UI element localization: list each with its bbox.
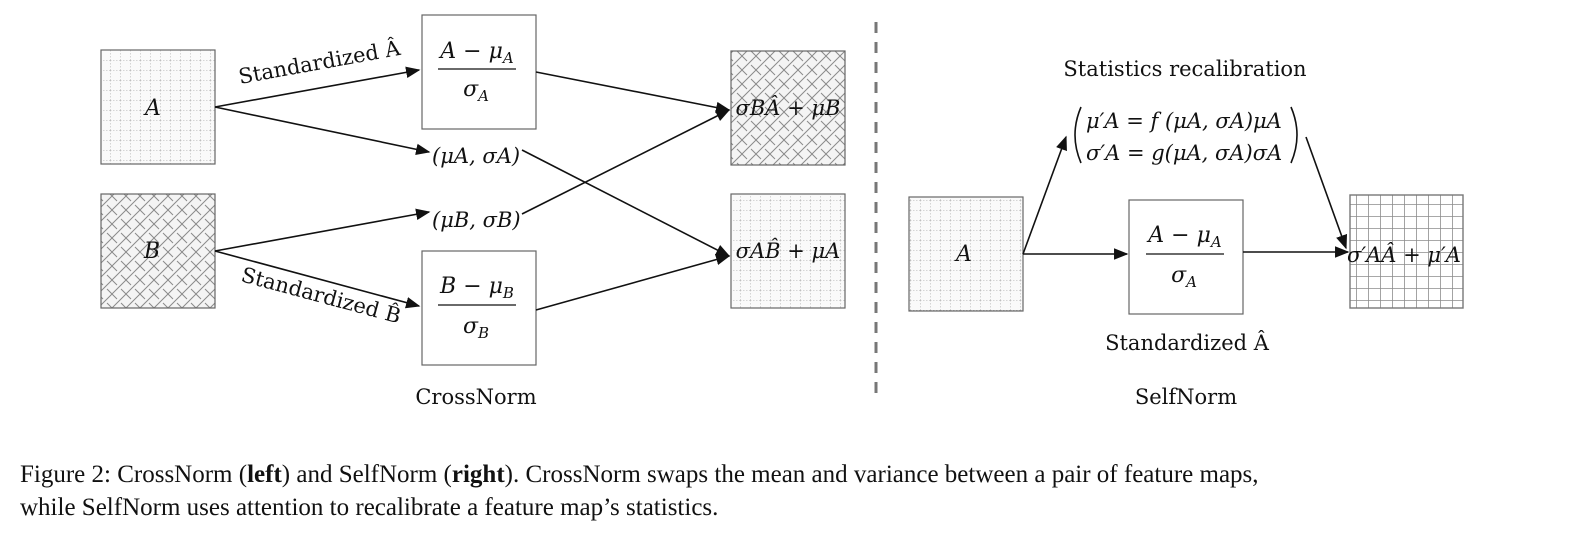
arrow-a-to-box-a xyxy=(214,66,421,108)
arrow-recalibration-to-output xyxy=(1305,136,1348,250)
output-top-label: σBÂ + μB xyxy=(736,96,841,120)
crossnorm-output-map-top: σBÂ + μB xyxy=(730,50,846,166)
caption-line2: while SelfNorm uses attention to recalib… xyxy=(20,494,719,521)
output-bottom-label: σAB̂ + μA xyxy=(736,239,841,263)
recalibration-std-eq: σ′A = g(μA, σA)σA xyxy=(1086,141,1282,165)
box-a-denominator: σA xyxy=(463,77,489,105)
selfnorm-standardize-box: A − μA σA xyxy=(1128,199,1244,315)
caption-right: right xyxy=(451,461,505,488)
recalibration-title: Statistics recalibration xyxy=(1063,57,1306,81)
arrow-stats-a-to-output-bottom xyxy=(521,149,731,257)
caption-mid: ) and SelfNorm ( xyxy=(281,461,452,488)
selfnorm-box-numerator: A − μA xyxy=(1146,223,1222,251)
crossnorm-label: CrossNorm xyxy=(415,385,536,409)
arrow-box-b-to-output-bottom xyxy=(535,253,731,311)
map-a-label: A xyxy=(143,96,161,121)
box-a-numerator: A − μA xyxy=(438,39,514,67)
selfnorm-label: SelfNorm xyxy=(1135,385,1237,409)
arrow-b-to-stats-b xyxy=(214,208,431,252)
recal-left-paren xyxy=(1074,106,1082,164)
selfnorm-box-denominator: σA xyxy=(1171,263,1197,291)
arrow-b-to-box-b xyxy=(214,250,421,309)
stats-a-label: (μA, σA) xyxy=(432,144,520,168)
box-b-numerator: B − μB xyxy=(439,274,514,302)
selfnorm-output-map: σ′AÂ + μ′A xyxy=(1347,194,1464,309)
caption-prefix: Figure 2: CrossNorm ( xyxy=(20,461,248,488)
arrow-stats-b-to-output-top xyxy=(521,109,731,215)
recal-right-paren xyxy=(1290,106,1298,164)
caption-rest-line1: ). CrossNorm swaps the mean and variance… xyxy=(504,461,1259,488)
arrow-a-to-recalibration xyxy=(1022,135,1067,255)
figure-caption: Figure 2: CrossNorm (left) and SelfNorm … xyxy=(20,458,1560,524)
crossnorm-standardize-box-a: A − μA σA xyxy=(421,14,537,130)
crossnorm-feature-map-b: B xyxy=(100,193,216,309)
box-b-denominator: σB xyxy=(463,314,489,342)
crossnorm-standardize-box-b: B − μB σB xyxy=(421,250,537,366)
selfnorm-panel: A A − μA σA σ′AÂ + μ′A Statistics recali… xyxy=(908,57,1464,409)
method-figure: A B A − μA σA B − μB σB (μA, σA) (μB, σB… xyxy=(100,14,1464,409)
selfnorm-standardized-label: Standardized Â xyxy=(1105,331,1270,355)
crossnorm-feature-map-a: A xyxy=(100,49,216,165)
crossnorm-output-map-bottom: σAB̂ + μA xyxy=(730,193,846,309)
selfnorm-output-label: σ′AÂ + μ′A xyxy=(1347,243,1461,267)
standardized-a-label: Standardized Â xyxy=(237,36,403,89)
recalibration-mean-eq: μ′A = f (μA, σA)μA xyxy=(1086,109,1282,133)
selfnorm-map-a-label: A xyxy=(954,242,972,267)
crossnorm-panel: A B A − μA σA B − μB σB (μA, σA) (μB, σB… xyxy=(100,14,846,409)
arrow-box-a-to-output-top xyxy=(535,71,731,114)
arrow-a-to-stats-a xyxy=(214,106,431,155)
stats-b-label: (μB, σB) xyxy=(432,208,521,232)
map-b-label: B xyxy=(143,239,160,264)
caption-left: left xyxy=(247,461,282,488)
selfnorm-feature-map-a: A xyxy=(908,196,1024,312)
